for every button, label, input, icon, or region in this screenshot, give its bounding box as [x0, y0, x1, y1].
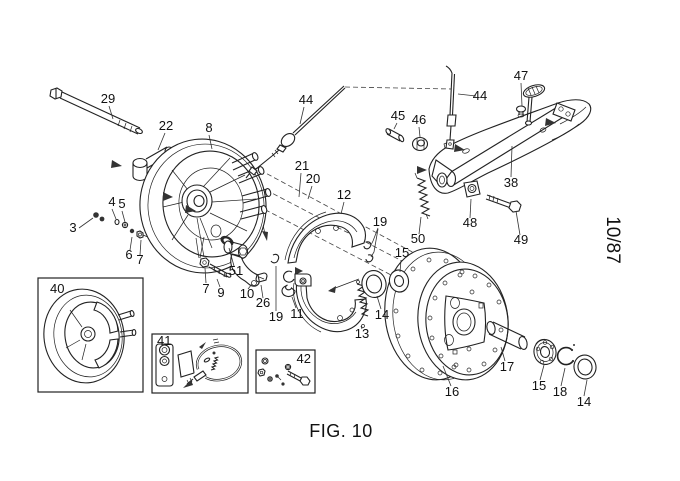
- lock-ring: [283, 267, 303, 283]
- callout-44b: 44: [473, 88, 487, 103]
- callout-4: 4: [108, 194, 115, 209]
- callout-22: 22: [159, 118, 173, 133]
- callout-labels: 29 22 8 44 21 20 12 44 47 45 46 38 48 49…: [50, 68, 591, 409]
- rear-brake-rod-44: [445, 65, 457, 150]
- callout-29: 29: [101, 91, 115, 106]
- callout-44a: 44: [299, 92, 313, 107]
- bracket-48: [463, 180, 481, 198]
- arrow-icon: [111, 160, 122, 168]
- leader-lines: [78, 82, 588, 397]
- callout-45: 45: [391, 108, 405, 123]
- callout-21: 21: [295, 158, 309, 173]
- pedal-47: [515, 84, 546, 126]
- wheel-hub-16: [384, 247, 509, 381]
- arrow-icon: [163, 192, 173, 201]
- callout-6: 6: [125, 247, 132, 262]
- callout-51: 51: [229, 263, 243, 278]
- spoke-holes-front: [427, 272, 504, 373]
- brake-lever-10: [223, 240, 260, 287]
- edition-code: 10/87: [602, 216, 623, 264]
- bolt-49: [485, 194, 522, 213]
- bearing-15-left: [388, 269, 410, 293]
- callout-49: 49: [514, 232, 528, 247]
- arrow-icon: [417, 166, 427, 174]
- callout-18: 18: [553, 384, 567, 399]
- callout-19b: 19: [373, 214, 387, 229]
- arrow-icon: [185, 205, 196, 213]
- inset-box-41: [151, 333, 249, 394]
- fastener-row-3-7: [93, 212, 144, 239]
- callout-17: 17: [500, 359, 514, 374]
- brake-shoes-12: [284, 211, 367, 333]
- callout-46: 46: [412, 112, 426, 127]
- arrow-icon: [199, 342, 206, 349]
- callout-47: 47: [514, 68, 528, 83]
- callout-48: 48: [463, 215, 477, 230]
- inset-box-40: [37, 277, 144, 393]
- pin-45: [385, 128, 405, 143]
- callout-5: 5: [118, 196, 125, 211]
- figure-caption: FIG. 10: [309, 421, 373, 441]
- callout-38: 38: [504, 175, 518, 190]
- bearing-15-right: [533, 338, 557, 366]
- clip-26: [255, 272, 268, 283]
- callout-16: 16: [445, 384, 459, 399]
- callout-40: 40: [50, 281, 64, 296]
- callout-15a: 15: [395, 245, 409, 260]
- arrow-icon: [454, 144, 465, 152]
- callout-11: 11: [290, 306, 304, 321]
- spring-13: [328, 278, 370, 328]
- callout-7a: 7: [136, 252, 143, 267]
- callout-8: 8: [205, 120, 212, 135]
- circlip-18: [556, 344, 575, 366]
- inset-box-42: [255, 349, 316, 394]
- callout-50: 50: [411, 231, 425, 246]
- callout-14b: 14: [577, 394, 591, 409]
- seal-14-right: [573, 354, 597, 380]
- callout-26: 26: [256, 295, 270, 310]
- arrow-icon: [328, 286, 336, 293]
- spring-50: [414, 172, 431, 220]
- brake-panel-8: [139, 138, 272, 274]
- spring-hook-19-left: [270, 253, 280, 264]
- callout-9: 9: [217, 285, 224, 300]
- assembly-arrows: [111, 118, 556, 213]
- callout-3: 3: [69, 220, 76, 235]
- axle-bolt-29: [49, 87, 143, 135]
- arrow-icon: [295, 267, 303, 275]
- callout-20: 20: [306, 171, 320, 186]
- arrow-icon: [262, 231, 268, 241]
- brake-cable-44: [245, 85, 346, 179]
- callout-10: 10: [240, 286, 254, 301]
- bolt-9: [199, 257, 232, 278]
- spacer-17: [486, 321, 528, 350]
- callout-41: 41: [157, 333, 171, 348]
- callout-42: 42: [297, 351, 311, 366]
- bushing-46: [411, 136, 429, 152]
- callout-14a: 14: [375, 307, 389, 322]
- callout-7b: 7: [202, 281, 209, 296]
- callout-15b: 15: [532, 378, 546, 393]
- callout-19a: 19: [269, 309, 283, 324]
- seal-14-left: [361, 269, 387, 299]
- arrow-icon: [545, 118, 556, 126]
- callout-13: 13: [355, 326, 369, 341]
- callout-12: 12: [337, 187, 351, 202]
